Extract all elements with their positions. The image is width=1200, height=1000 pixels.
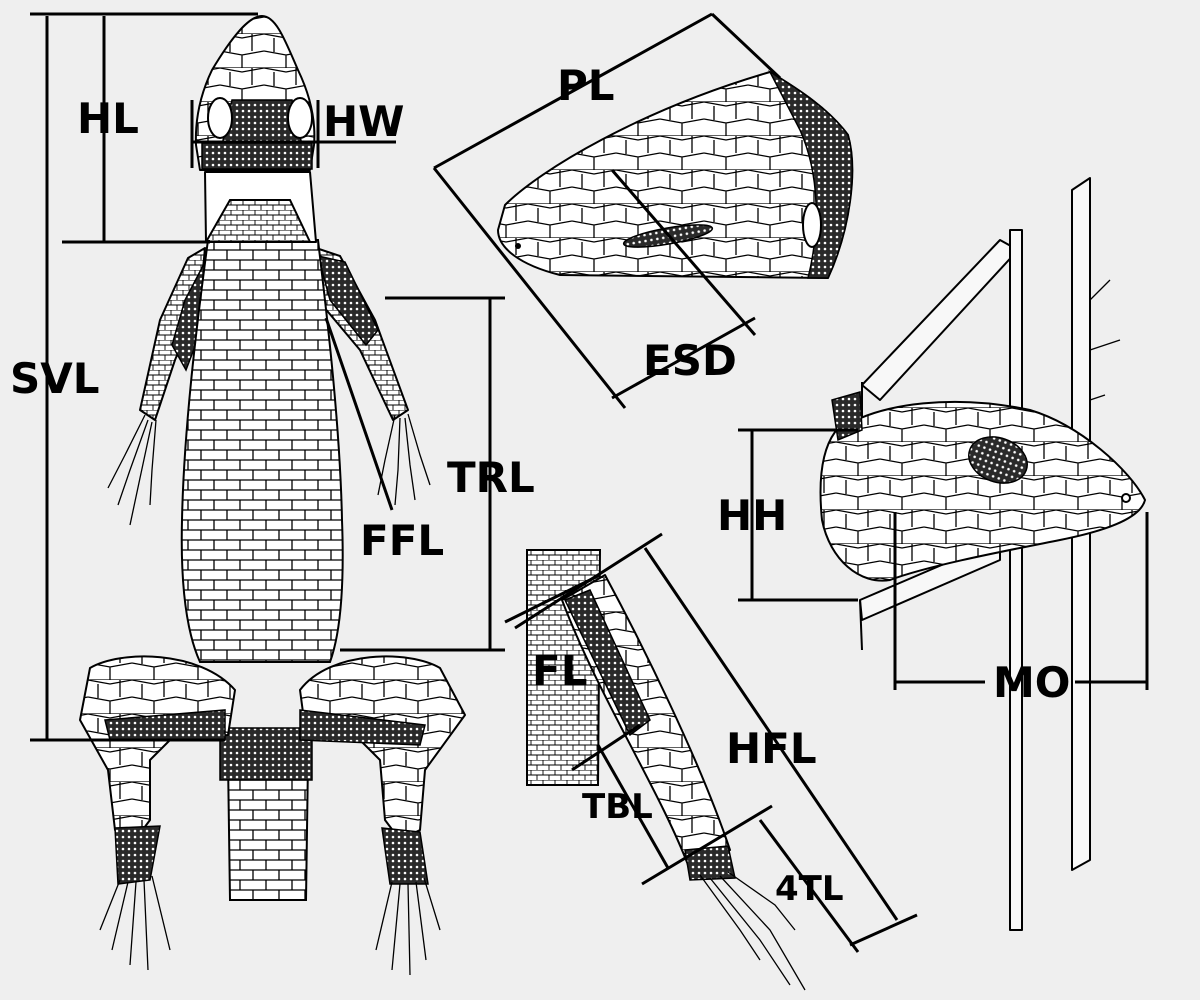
label-ffl: FFL	[360, 516, 444, 565]
label-mo: MO	[993, 658, 1071, 707]
lizard-head-lateral-caliper	[821, 392, 1145, 581]
tail	[228, 760, 308, 900]
hind-foot-left	[100, 826, 170, 970]
label-fl: FL	[532, 646, 587, 695]
tail-base	[220, 728, 312, 780]
lizard-dorsal-view	[80, 16, 465, 975]
measure-hl: HL	[62, 16, 210, 242]
hind-leg-right	[300, 656, 465, 840]
eye-left	[208, 98, 232, 138]
label-esd: ESD	[643, 336, 737, 385]
hind-leg-left	[80, 656, 235, 840]
trunk	[182, 240, 343, 662]
eye-right	[288, 98, 312, 138]
label-svl: SVL	[10, 354, 100, 403]
hind-foot-right	[376, 828, 440, 975]
label-pl: PL	[557, 61, 615, 110]
label-tbl: TBL	[582, 787, 653, 827]
label-4tl: 4TL	[775, 869, 844, 909]
label-trl: TRL	[447, 453, 535, 502]
label-hfl: HFL	[726, 724, 817, 773]
label-hh: HH	[717, 491, 787, 540]
label-hl: HL	[77, 94, 139, 143]
label-hw: HW	[323, 97, 404, 146]
fore-foot-left	[108, 415, 156, 525]
head-occipital	[202, 143, 312, 169]
